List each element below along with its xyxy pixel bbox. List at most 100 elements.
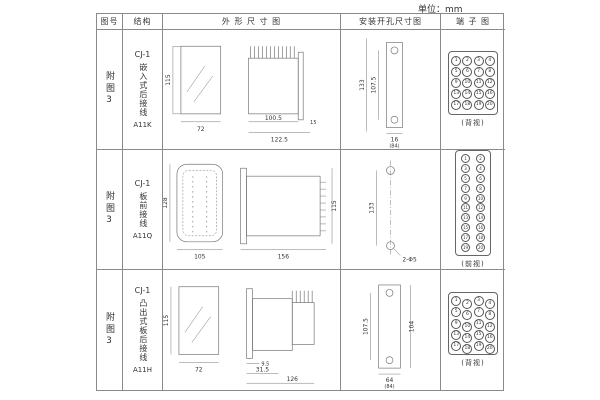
terminal-13: 13 <box>461 213 470 223</box>
terminal-8: 8 <box>476 183 485 193</box>
terminal-5: 5 <box>451 66 462 77</box>
dim-label-slot-width: 16 <box>391 136 399 143</box>
outline-drawing-a11h: 115 72 9.5 31.5 126 <box>163 286 315 384</box>
terminal-15: 15 <box>473 329 484 340</box>
dim-label-flange: 15 <box>310 120 316 126</box>
dim-label-depth2: 126 <box>287 376 299 383</box>
structure-desc: 嵌入式后接线 <box>138 63 148 117</box>
dim-label-side-height: 115 <box>331 200 338 212</box>
dim-label-width: 105 <box>194 254 206 261</box>
dim-label-hole-span: 107.5 <box>363 318 370 335</box>
terminal-12: 12 <box>484 78 495 88</box>
unit-label: 单位：mm <box>418 5 463 15</box>
fig-no-cell: 附图3 <box>97 270 123 390</box>
terminal-19: 19 <box>473 100 484 111</box>
outline-drawing-a11q: 128 105 156 115 <box>163 163 338 261</box>
terminal-3: 3 <box>461 164 470 174</box>
terminal-8: 8 <box>484 310 495 321</box>
terminal-12: 12 <box>484 321 495 332</box>
terminal-3: 3 <box>473 55 484 66</box>
terminal-12: 12 <box>476 203 485 213</box>
structure-cell: CJ-1 嵌入式后接线 A11K <box>123 30 163 150</box>
outline-drawing-cell: 115 72 100.5 15 122.5 <box>163 30 341 150</box>
dim-label-height: 115 <box>165 74 172 86</box>
dim-label-height: 128 <box>163 197 169 209</box>
terminal-5: 5 <box>451 307 462 318</box>
terminal-18: 18 <box>462 100 473 111</box>
terminal-7: 7 <box>461 183 470 193</box>
mount-drawing-a11k: 107.5 133 16 (84) <box>359 38 403 149</box>
dim-label-depth2: 122.5 <box>271 137 288 144</box>
header-fig-no: 图号 <box>97 14 123 30</box>
terminal-11: 11 <box>461 203 470 213</box>
header-mount-dims: 安装开孔尺寸图 <box>341 14 441 30</box>
model-code: A11Q <box>132 232 153 240</box>
outline-drawing-cell: 128 105 156 115 <box>163 150 341 270</box>
terminal-6: 6 <box>476 174 485 184</box>
terminal-4: 4 <box>484 55 495 66</box>
model-label: CJ-1 <box>134 286 151 295</box>
dim-label-overall-width: (84) <box>384 384 394 390</box>
terminal-19: 19 <box>461 242 470 252</box>
header-terminal: 端 子 图 <box>441 14 505 30</box>
header-outline-dims: 外 形 尺 寸 图 <box>163 14 341 30</box>
structure-desc: 凸出式板后接线 <box>138 299 148 362</box>
terminal-11: 11 <box>473 78 484 88</box>
terminal-4: 4 <box>476 164 485 174</box>
terminal-20: 20 <box>476 242 485 252</box>
terminal-17: 17 <box>451 340 462 351</box>
dimension-table: 图号 结构 外 形 尺 寸 图 安装开孔尺寸图 端 子 图 附图3 CJ-1 嵌… <box>96 13 505 391</box>
terminal-9: 9 <box>451 78 462 88</box>
terminal-15: 15 <box>473 89 484 100</box>
terminal-15: 15 <box>461 222 470 232</box>
terminal-20: 20 <box>484 343 495 354</box>
dim-label-total-height: 104 <box>408 321 415 333</box>
structure-cell: CJ-1 板前接线 A11Q <box>123 150 163 270</box>
terminal-caption: (前视) <box>461 259 485 268</box>
terminal-18: 18 <box>462 343 473 354</box>
dim-label-height: 115 <box>163 315 170 327</box>
model-label: CJ-1 <box>134 179 151 188</box>
terminal-14: 14 <box>462 89 473 100</box>
terminal-14: 14 <box>462 332 473 343</box>
terminal-caption: (背视) <box>461 118 485 127</box>
mount-drawing-cell: 107.5 133 16 (84) <box>341 30 441 150</box>
terminal-17: 17 <box>451 100 462 111</box>
terminal-17: 17 <box>461 232 470 242</box>
dim-label-width: 72 <box>197 126 205 133</box>
terminal-1: 1 <box>451 296 462 307</box>
dim-label-depth: 156 <box>278 254 290 261</box>
terminal-16: 16 <box>476 222 485 232</box>
mount-drawing-a11h: 107.5 104 64 (84) <box>363 284 415 390</box>
fig-no-cell: 附图3 <box>97 150 123 270</box>
terminal-18: 18 <box>476 232 485 242</box>
fig-no-label: 附图3 <box>104 191 114 228</box>
terminal-10: 10 <box>476 193 485 203</box>
terminal-16: 16 <box>484 332 495 343</box>
terminal-4: 4 <box>484 299 495 310</box>
dim-label-hole-span: 107.5 <box>371 76 378 93</box>
terminal-row: 11 12 <box>458 203 488 213</box>
terminal-1: 1 <box>451 55 462 66</box>
fig-no-label: 附图3 <box>104 71 114 108</box>
dim-label-slot-width: 64 <box>386 377 394 384</box>
terminal-7: 7 <box>473 307 484 318</box>
